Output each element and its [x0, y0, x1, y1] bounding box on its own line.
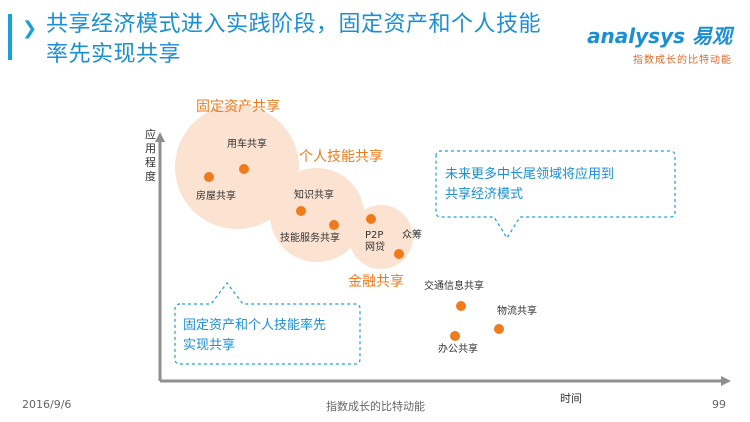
y-axis-label-char-4: 度 — [145, 169, 156, 183]
footer-date: 2016/9/6 — [22, 398, 72, 411]
transport-info-label: 交通信息共享 — [424, 279, 484, 292]
early-adoption-callout-box — [174, 282, 361, 365]
p2p-point — [366, 214, 376, 224]
crowdfunding-point — [394, 249, 404, 259]
y-axis-label-char-1: 应 — [145, 127, 156, 141]
chevron-right-icon: ❯ — [22, 18, 38, 39]
car-sharing-point — [239, 164, 249, 174]
future-callout-box — [435, 150, 676, 240]
page-title: 共享经济模式进入实践阶段，固定资产和个人技能 率先实现共享 — [46, 10, 606, 70]
housing-sharing-label: 房屋共享 — [196, 189, 236, 202]
personal-skills-label: 个人技能共享 — [299, 148, 383, 165]
office-point — [450, 331, 460, 341]
footer-tagline: 指数成长的比特动能 — [326, 400, 425, 413]
x-axis-arrow-icon — [721, 376, 731, 386]
future-callout-line-1: 未来更多中长尾领域将应用到 — [445, 166, 614, 182]
title-accent-bar — [8, 14, 12, 60]
y-axis-label-char-3: 程 — [145, 156, 156, 169]
crowdfunding-label: 众筹 — [402, 228, 422, 241]
transport-info-point — [456, 301, 466, 311]
logistics-point — [494, 324, 504, 334]
logistics-label: 物流共享 — [497, 304, 537, 317]
fixed-assets-circle — [175, 105, 299, 229]
early-adoption-callout-line-2: 实现共享 — [183, 337, 235, 353]
p2p-label-line-2: 网贷 — [365, 240, 385, 253]
knowledge-sharing-label: 知识共享 — [294, 188, 334, 201]
future-callout-line-2: 共享经济模式 — [445, 186, 523, 202]
brand-logo: analysys 易观 指数成长的比特动能 — [582, 20, 732, 66]
skill-services-point — [329, 220, 339, 230]
car-sharing-label: 用车共享 — [227, 137, 267, 150]
y-axis-label-char-2: 用 — [145, 142, 156, 155]
office-label: 办公共享 — [438, 342, 478, 355]
brand-name: analysys 易观 — [587, 24, 732, 48]
fixed-assets-label: 固定资产共享 — [196, 98, 280, 115]
p2p-label-line-1: P2P — [365, 230, 383, 241]
page-title-line-1: 共享经济模式进入实践阶段，固定资产和个人技能 — [46, 12, 542, 37]
y-axis-arrow-icon — [155, 132, 165, 142]
early-adoption-callout-line-1: 固定资产和个人技能率先 — [183, 317, 326, 333]
x-axis-label: 时间 — [560, 392, 582, 405]
housing-sharing-point — [204, 172, 214, 182]
page-title-line-2: 率先实现共享 — [46, 42, 182, 67]
page-number: 99 — [712, 398, 726, 411]
skill-services-label: 技能服务共享 — [280, 231, 340, 244]
knowledge-sharing-point — [296, 206, 306, 216]
personal-skills-circle — [270, 168, 364, 262]
brand-tagline: 指数成长的比特动能 — [633, 55, 732, 66]
finance-label: 金融共享 — [348, 273, 404, 290]
